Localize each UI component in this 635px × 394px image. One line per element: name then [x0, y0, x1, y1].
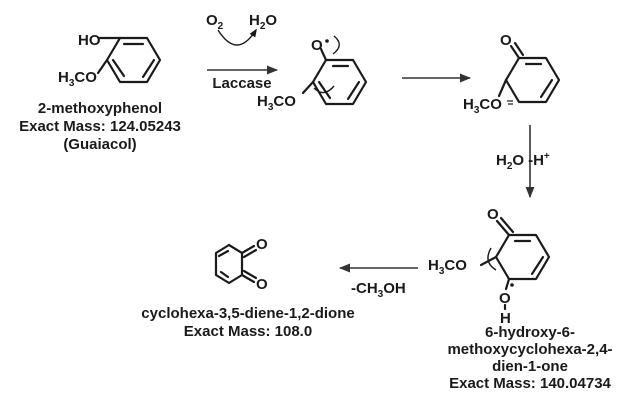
hydroxy-curved-arrow	[487, 247, 497, 271]
hydroxy-dienone-structure: O H3CO O H	[428, 206, 551, 327]
dione-structure: O O	[214, 236, 268, 293]
guaiacol-double-bond	[141, 58, 156, 79]
radical-double-bond	[346, 80, 361, 101]
dione-co-double-top	[242, 248, 258, 259]
hydroxy-name-line1: 6-hydroxy-6-	[485, 324, 575, 341]
dione-mass: Exact Mass: 108.0	[184, 323, 312, 340]
dione-double-bond	[219, 270, 230, 279]
o2-label: O2	[206, 12, 224, 32]
hydroxy-oh-bond	[504, 277, 511, 291]
hydroxy-methoxy-label: H3CO	[428, 257, 467, 277]
guaiacol-structure: HO H3CO	[58, 32, 162, 89]
quinone-radical-double-bond	[539, 78, 554, 99]
hydroxy-lone-pair	[510, 283, 514, 287]
dione-co-bond-bottom	[240, 273, 256, 284]
hydroxy-o-top-label: O	[487, 206, 499, 223]
dione-co-double-bottom	[242, 269, 258, 280]
quinone-radical-structure: O H3CO	[463, 32, 561, 116]
hydration-label: H2O-H+	[496, 151, 550, 172]
hydroxy-name-line3: dien-1-one	[492, 358, 568, 375]
guaiacol-double-bond	[111, 58, 126, 78]
guaiacol-common-name: (Guaiacol)	[63, 136, 136, 153]
guaiacol-ome-bond	[96, 58, 109, 75]
guaiacol-ho-label: HO	[78, 32, 101, 49]
quinone-radical-methoxy-label: H3CO	[463, 96, 502, 116]
radical-o-label: O	[311, 37, 323, 54]
radical-curved-arrow	[313, 85, 335, 94]
hydroxy-o-bottom-label: O	[499, 290, 511, 307]
phenoxy-radical-structure: O H3CO	[257, 35, 368, 113]
radical-double-bond	[317, 80, 332, 100]
o2-to-h2o-curved-arrow	[217, 28, 257, 46]
radical-dot	[325, 39, 329, 43]
guaiacol-methoxy-label: H3CO	[58, 69, 97, 89]
h2o-label: H2O	[249, 12, 277, 32]
dione-co-bond-top	[240, 244, 256, 255]
quinone-radical-ome-bond	[497, 78, 508, 98]
dione-o-top-label: O	[256, 236, 268, 253]
hydroxy-name-line2: methoxycyclohexa-2,4-	[447, 341, 612, 358]
laccase-label: Laccase	[212, 75, 271, 92]
hydroxy-double-bond	[530, 255, 545, 276]
radical-ome-bond	[301, 80, 315, 95]
dione-o-bottom-label: O	[256, 276, 268, 293]
radical-o-bond	[319, 47, 328, 62]
hydroxy-h-label: H	[500, 310, 511, 327]
quinone-radical-co-bond	[509, 44, 521, 60]
hydroxy-mass: Exact Mass: 140.04734	[449, 375, 611, 392]
dione-name: cyclohexa-3,5-diene-1,2-dione	[141, 305, 354, 322]
methanol-label: -CH3OH	[351, 280, 406, 300]
quinone-radical-o-label: O	[500, 32, 512, 49]
radical-curved-arrow	[332, 35, 340, 55]
dione-double-bond	[217, 249, 230, 258]
quinone-radical-co-double	[513, 41, 525, 57]
hydroxy-co-bond	[495, 219, 511, 237]
step1-reaction-arrow: O2 H2O Laccase	[206, 12, 279, 92]
guaiacol-name: 2-methoxyphenol	[38, 100, 162, 117]
radical-methoxy-label: H3CO	[257, 93, 296, 113]
hydroxy-co-double	[499, 216, 515, 234]
dione-ring-edge	[227, 243, 244, 255]
guaiacol-mass: Exact Mass: 124.05243	[19, 118, 181, 135]
